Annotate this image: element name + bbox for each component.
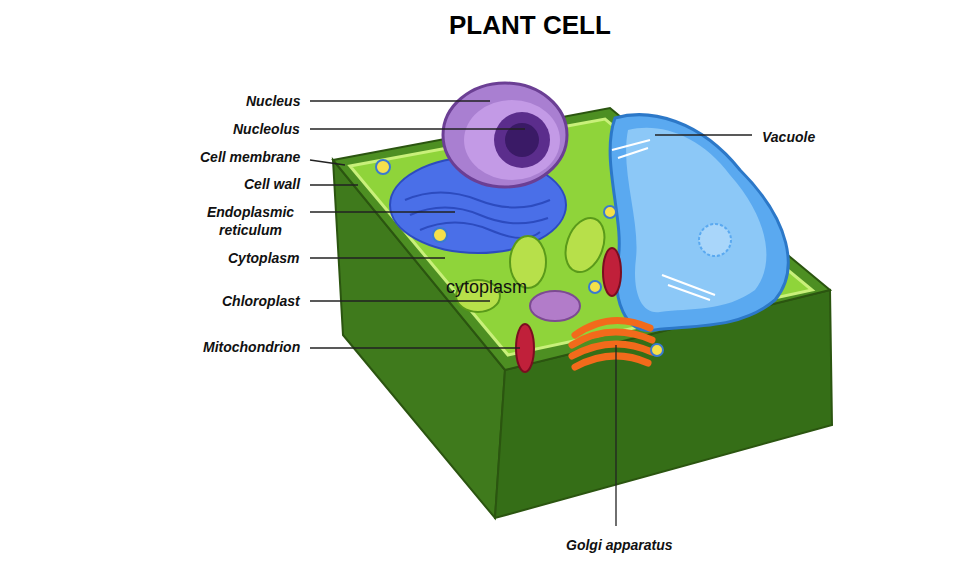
- leader-line: [310, 300, 490, 301]
- diagram-title: PLANT CELL: [449, 10, 611, 40]
- mitochondrion: [603, 248, 621, 296]
- vesicle-dot: [433, 228, 447, 242]
- nucleolus-core: [505, 123, 539, 157]
- vesicle: [530, 291, 580, 321]
- part-label: Mitochondrion: [203, 338, 300, 356]
- golgi-cisternae: [572, 320, 652, 367]
- part-label: Chloroplast: [222, 292, 300, 310]
- vesicle-dot: [589, 281, 601, 293]
- leader-line: [310, 257, 445, 258]
- leader-line: [310, 100, 490, 101]
- cell-wall: [333, 108, 832, 518]
- vacuole-crystals: [612, 140, 715, 300]
- part-label: Vacuole: [762, 128, 815, 146]
- vacuole-granule: [699, 224, 731, 256]
- leader-line: [310, 184, 358, 185]
- vesicle-dot: [376, 160, 390, 174]
- er-folds: [405, 193, 550, 239]
- leader-lines: [310, 101, 752, 526]
- part-label: Cell membrane: [200, 148, 300, 166]
- part-label: Endoplasmic reticulum: [198, 203, 303, 239]
- leader-line: [310, 347, 520, 348]
- nucleus: [443, 83, 567, 187]
- part-label: Cell wall: [244, 175, 300, 193]
- nucleus-inner: [464, 100, 560, 180]
- part-label: Cytoplasm: [228, 249, 300, 267]
- cytoplasm-region: [350, 119, 812, 355]
- nucleus-envelope: [443, 83, 567, 187]
- vesicle-dot: [604, 206, 616, 218]
- overlay-label: cytoplasm: [446, 277, 527, 297]
- vacuole: [610, 115, 788, 331]
- leader-line: [310, 160, 345, 165]
- nucleolus: [494, 112, 550, 168]
- wall-top-rim: [333, 108, 830, 370]
- part-label: Golgi apparatus: [566, 536, 673, 554]
- part-label: Nucleolus: [233, 120, 300, 138]
- vesicle-dot: [651, 344, 663, 356]
- part-label: Nucleus: [246, 92, 300, 110]
- vacuole-inner: [626, 128, 766, 312]
- golgi-apparatus: [572, 320, 652, 367]
- leader-line: [310, 128, 525, 129]
- leader-line: [310, 211, 455, 212]
- vacuole-body: [610, 115, 788, 331]
- leader-line: [655, 134, 752, 135]
- leader-line: [615, 345, 616, 526]
